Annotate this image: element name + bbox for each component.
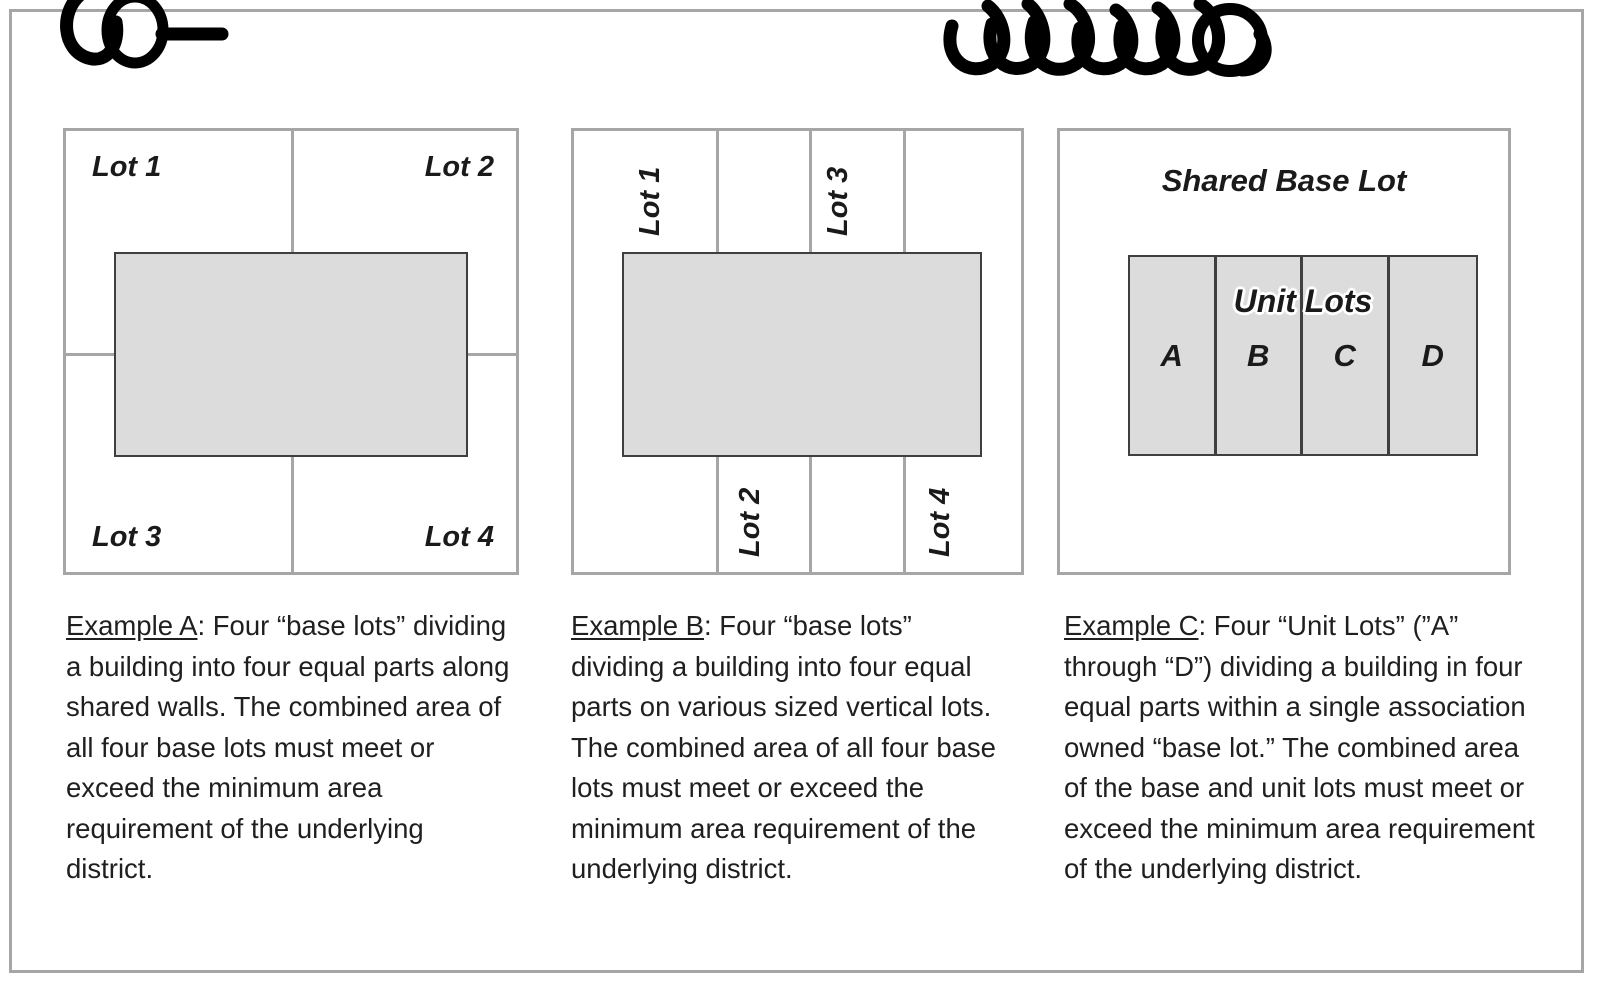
lot-label-1: Lot 1: [92, 151, 162, 183]
caption-example-b: Example B: Four “base lots” dividing a b…: [571, 606, 1011, 890]
lot-label-4: Lot 4: [924, 487, 956, 557]
unit-lot-letter: D: [1421, 337, 1444, 373]
caption-lead: Example A: [66, 610, 198, 641]
unit-lots-overlay-label: Unit Lots: [1233, 283, 1373, 319]
base-lot-building: Unit Lots A B C D: [1128, 255, 1478, 456]
lot-label-2: Lot 2: [734, 487, 766, 557]
example-b-panel: Lot 1 Lot 3 Lot 2 Lot 4: [571, 128, 1024, 575]
caption-example-c: Example C: Four “Unit Lots” (”A” through…: [1064, 606, 1542, 890]
unit-lot-letter: B: [1247, 337, 1270, 373]
unit-lot-letter: A: [1160, 337, 1183, 373]
building-footprint: [622, 252, 982, 457]
lot-label-2: Lot 2: [424, 151, 494, 183]
unit-lot-b: B: [1217, 257, 1303, 454]
lot-label-3: Lot 3: [822, 166, 854, 236]
lot-label-4: Lot 4: [424, 521, 494, 553]
caption-body: : Four “Unit Lots” (”A” through “D”) div…: [1064, 610, 1535, 884]
example-c-panel: Shared Base Lot Unit Lots A B C D: [1057, 128, 1511, 575]
shared-base-lot-title: Shared Base Lot: [1161, 163, 1407, 198]
example-b-diagram: Lot 1 Lot 3 Lot 2 Lot 4: [571, 128, 1024, 575]
lot-label-1: Lot 1: [634, 166, 666, 236]
caption-lead: Example C: [1064, 610, 1199, 641]
unit-lot-a: A: [1130, 257, 1217, 454]
example-a-panel: Lot 1 Lot 2 Lot 3 Lot 4: [63, 128, 519, 575]
example-a-diagram: Lot 1 Lot 2 Lot 3 Lot 4: [63, 128, 519, 575]
caption-lead: Example B: [571, 610, 704, 641]
unit-lot-d: D: [1390, 257, 1477, 454]
unit-lot-letter: C: [1333, 337, 1356, 373]
building-footprint: [114, 252, 468, 457]
unit-lot-c: C: [1303, 257, 1390, 454]
example-c-diagram: Shared Base Lot Unit Lots A B C D: [1057, 128, 1511, 575]
lot-label-3: Lot 3: [92, 521, 162, 553]
caption-example-a: Example A: Four “base lots” dividing a b…: [66, 606, 514, 890]
caption-body: : Four “base lots” dividing a building i…: [66, 610, 510, 884]
caption-body: : Four “base lots” dividing a building i…: [571, 610, 996, 884]
